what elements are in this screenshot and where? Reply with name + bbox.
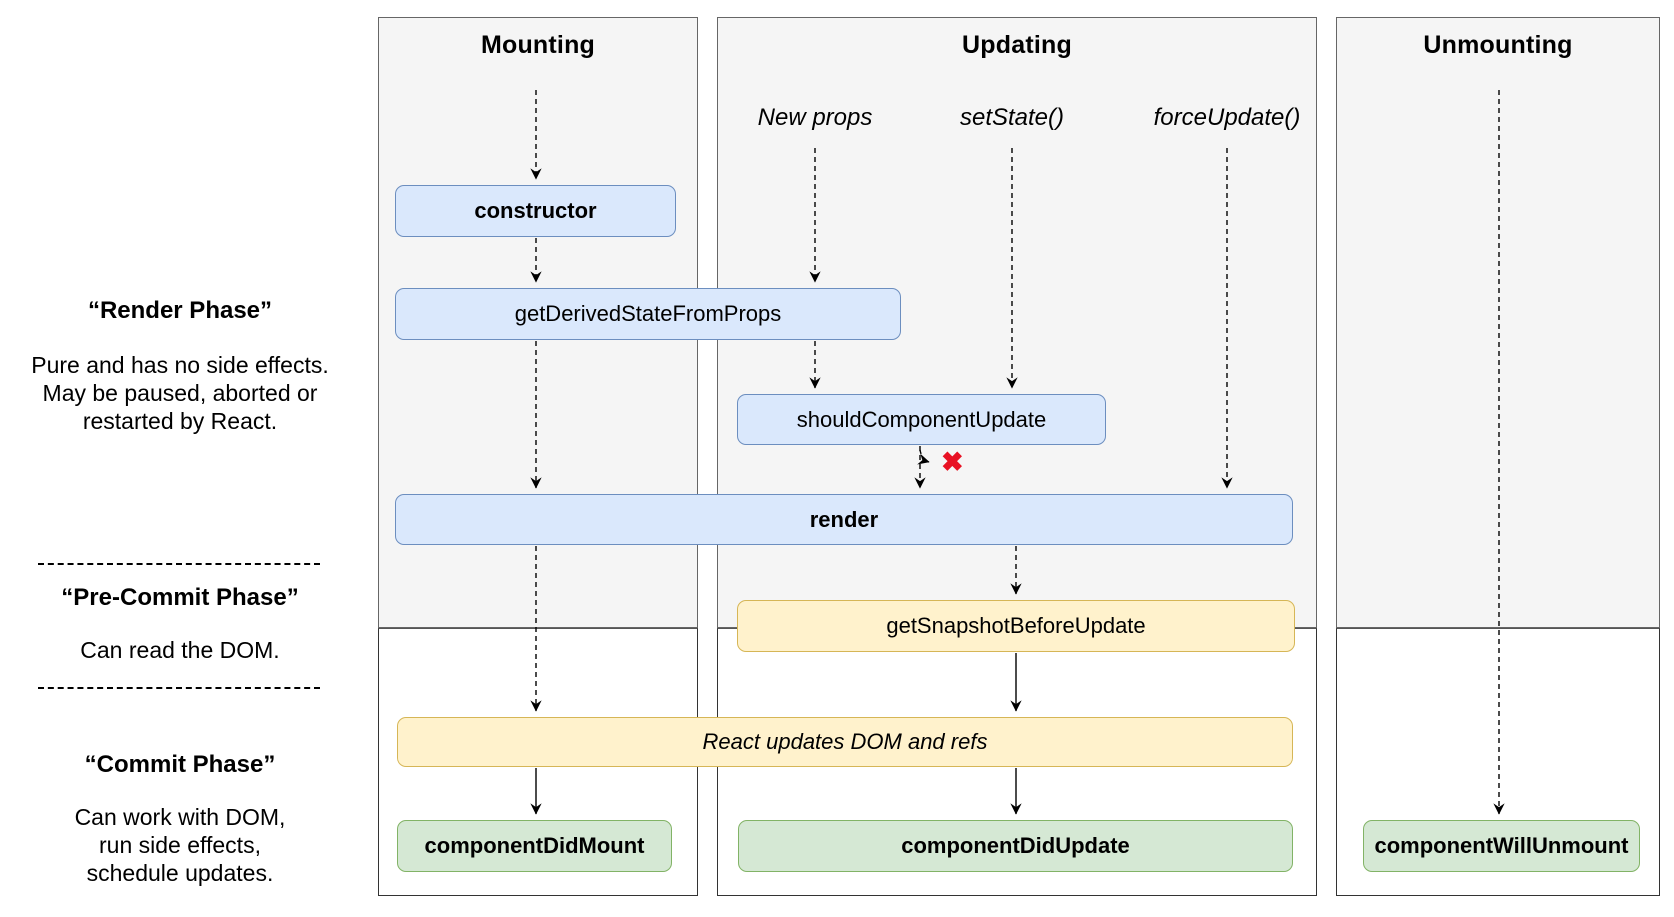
- phase-separator-bottom: [38, 687, 320, 689]
- method-render[interactable]: render: [395, 494, 1293, 545]
- phase-separator-top: [38, 563, 320, 565]
- commit-phase-line-2: run side effects,: [99, 832, 261, 858]
- method-constructor[interactable]: constructor: [395, 185, 676, 237]
- method-componentwillunmount[interactable]: componentWillUnmount: [1363, 820, 1640, 872]
- method-componentdidmount[interactable]: componentDidMount: [397, 820, 672, 872]
- commit-phase-line-1: Can work with DOM,: [74, 804, 286, 830]
- panel-unmounting-render-area: [1336, 17, 1660, 628]
- render-phase-title: “Render Phase”: [87, 297, 273, 324]
- method-componentdidupdate[interactable]: componentDidUpdate: [738, 820, 1293, 872]
- pre-commit-phase-title: “Pre-Commit Phase”: [61, 584, 299, 611]
- trigger-setstate: setState(): [959, 104, 1065, 131]
- panel-title-mounting: Mounting: [480, 31, 596, 59]
- trigger-new-props: New props: [757, 104, 873, 131]
- render-phase-line-2: May be paused, aborted or: [42, 380, 318, 406]
- commit-phase-line-3: schedule updates.: [86, 860, 274, 886]
- step-react-updates-dom: React updates DOM and refs: [397, 717, 1293, 767]
- method-getsnapshotbeforeupdate[interactable]: getSnapshotBeforeUpdate: [737, 600, 1295, 652]
- panel-title-updating: Updating: [962, 31, 1072, 59]
- render-phase-line-1: Pure and has no side effects.: [31, 352, 329, 378]
- render-phase-description: Pure and has no side effects. May be pau…: [20, 351, 340, 435]
- commit-phase-title: “Commit Phase”: [84, 751, 276, 778]
- pre-commit-phase-line-1: Can read the DOM.: [80, 637, 280, 663]
- method-shouldcomponentupdate[interactable]: shouldComponentUpdate: [737, 394, 1106, 445]
- commit-phase-description: Can work with DOM, run side effects, sch…: [20, 803, 340, 887]
- render-phase-line-3: restarted by React.: [82, 408, 278, 434]
- panel-title-unmounting: Unmounting: [1423, 31, 1573, 59]
- no-update-icon: ✖: [941, 447, 964, 477]
- pre-commit-phase-description: Can read the DOM.: [20, 636, 340, 664]
- method-getderivedstatefromprops[interactable]: getDerivedStateFromProps: [395, 288, 901, 340]
- trigger-forceupdate: forceUpdate(): [1153, 104, 1301, 131]
